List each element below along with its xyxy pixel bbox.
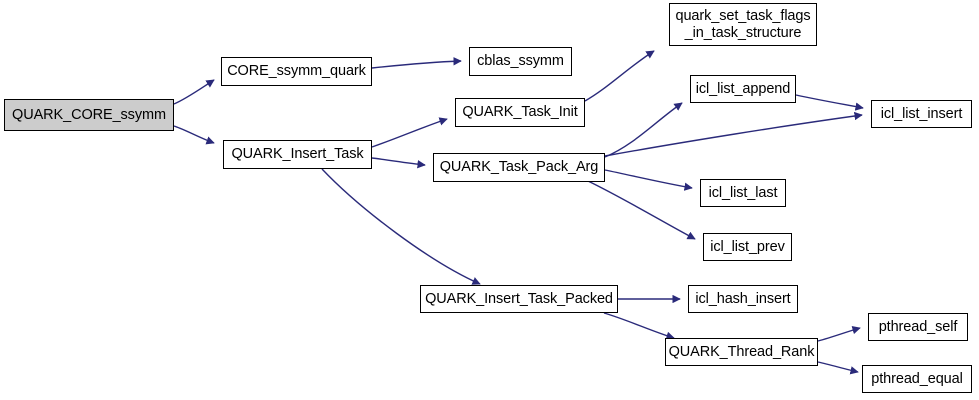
node-quark_task_init[interactable]: QUARK_Task_Init [455,98,585,127]
node-core_ssymm_quark[interactable]: CORE_ssymm_quark [221,57,372,86]
call-edge-quark_thread_rank-to-pthread_self [817,326,861,342]
node-quark_thread_rank[interactable]: QUARK_Thread_Rank [665,338,818,366]
node-icl_hash_insert[interactable]: icl_hash_insert [688,285,798,313]
call-edge-quark_core_ssymm-to-core_ssymm_quark [173,79,215,105]
call-edge-quark_thread_rank-to-pthread_equal [817,361,859,375]
call-edge-quark_insert_task-to-quark_task_pack_arg [371,157,426,169]
node-quark_insert_task[interactable]: QUARK_Insert_Task [223,140,372,169]
node-quark_insert_task_packed[interactable]: QUARK_Insert_Task_Packed [420,285,618,313]
node-icl_list_append[interactable]: icl_list_append [690,75,796,103]
node-quark_set_task_flags_in_task_structure[interactable]: quark_set_task_flags _in_task_structure [669,3,817,46]
call-edge-core_ssymm_quark-to-cblas_ssymm [371,57,462,69]
call-edge-quark_task_pack_arg-to-icl_list_prev [587,180,696,240]
call-edge-quark_insert_task-to-quark_insert_task_packed [321,168,481,285]
node-cblas_ssymm[interactable]: cblas_ssymm [469,47,572,76]
call-edge-quark_task_pack_arg-to-icl_list_append [604,102,683,158]
call-edge-quark_task_pack_arg-to-icl_list_last [604,169,693,191]
call-edge-quark_core_ssymm-to-quark_insert_task [173,125,215,145]
call-edge-icl_list_append-to-icl_list_insert [795,94,864,111]
call-edge-quark_insert_task_packed-to-quark_thread_rank [603,312,675,340]
node-icl_list_prev[interactable]: icl_list_prev [703,233,792,261]
node-icl_list_insert[interactable]: icl_list_insert [871,100,972,128]
node-icl_list_last[interactable]: icl_list_last [700,179,786,207]
call-edge-quark_insert_task-to-quark_task_init [371,117,448,148]
node-quark_core_ssymm[interactable]: QUARK_CORE_ssymm [4,99,174,131]
node-pthread_self[interactable]: pthread_self [868,313,968,341]
call-edge-quark_task_init-to-quark_set_task_flags_in_task_structure [584,50,655,102]
call-edge-quark_task_pack_arg-to-icl_list_insert [604,111,863,157]
node-pthread_equal[interactable]: pthread_equal [862,365,972,393]
node-quark_task_pack_arg[interactable]: QUARK_Task_Pack_Arg [433,153,605,182]
